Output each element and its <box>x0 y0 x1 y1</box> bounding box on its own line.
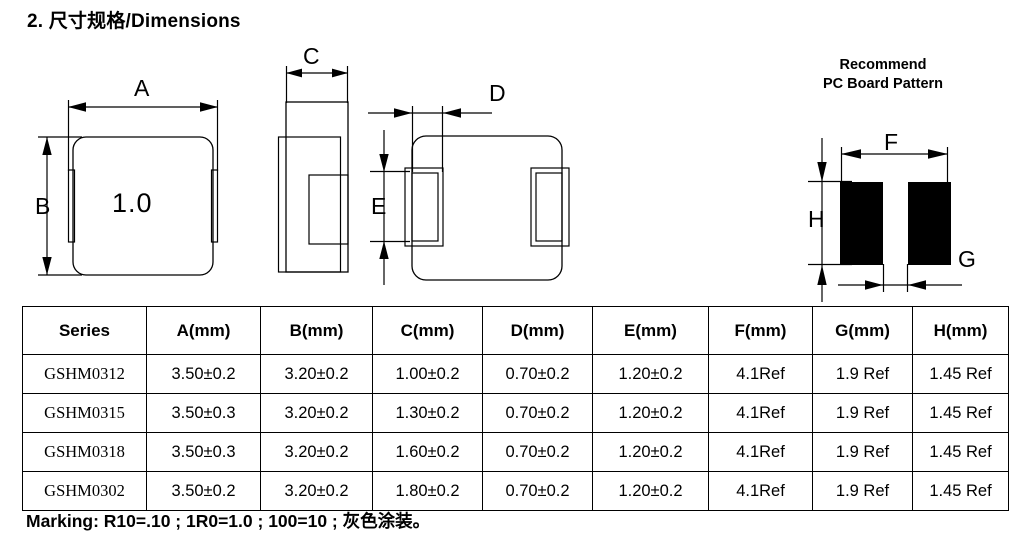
cell-a: 3.50±0.3 <box>146 432 261 472</box>
cell-h: 1.45 Ref <box>912 471 1009 511</box>
marking-note: Marking: R10=.10 ; 1R0=1.0 ; 100=10 ; 灰色… <box>26 511 431 531</box>
cell-d: 0.70±0.2 <box>482 354 593 394</box>
cell-e: 1.20±0.2 <box>592 354 709 394</box>
dimension-label-e: E <box>371 193 387 219</box>
cell-d: 0.70±0.2 <box>482 471 593 511</box>
dimension-label-a: A <box>134 75 150 101</box>
cell-series: GSHM0312 <box>22 354 147 394</box>
dimension-label-h: H <box>808 206 825 232</box>
dimension-label-b: B <box>35 193 51 219</box>
cell-f: 4.1Ref <box>708 354 813 394</box>
cell-f: 4.1Ref <box>708 432 813 472</box>
dimension-label-c: C <box>303 43 320 69</box>
pcb-pattern-drawing <box>808 138 962 302</box>
dimension-label-g: G <box>958 246 976 272</box>
column-header-h: H(mm) <box>912 306 1009 355</box>
cell-e: 1.20±0.2 <box>592 393 709 433</box>
cell-h: 1.45 Ref <box>912 393 1009 433</box>
body-marking-value: 1.0 <box>112 188 153 218</box>
cell-g: 1.9 Ref <box>812 471 913 511</box>
pcb-caption-line1: Recommend <box>839 57 927 73</box>
cell-a: 3.50±0.3 <box>146 393 261 433</box>
table-row: GSHM0302 3.50±0.2 3.20±0.2 1.80±0.2 0.70… <box>22 471 1009 511</box>
bottom-view-drawing <box>368 106 570 285</box>
pcb-pattern-caption: Recommend PC Board Pattern <box>778 56 988 93</box>
top-view-drawing <box>38 100 219 276</box>
cell-b: 3.20±0.2 <box>260 393 373 433</box>
cell-c: 1.60±0.2 <box>372 432 483 472</box>
column-header-b: B(mm) <box>260 306 373 355</box>
cell-e: 1.20±0.2 <box>592 432 709 472</box>
cell-e: 1.20±0.2 <box>592 471 709 511</box>
cell-series: GSHM0302 <box>22 471 147 511</box>
cell-f: 4.1Ref <box>708 471 813 511</box>
cell-g: 1.9 Ref <box>812 354 913 394</box>
column-header-a: A(mm) <box>146 306 261 355</box>
cell-b: 3.20±0.2 <box>260 471 373 511</box>
cell-g: 1.9 Ref <box>812 432 913 472</box>
side-view-drawing <box>277 66 349 273</box>
dimension-drawings-svg: .ln{stroke:#000;stroke-width:1.2;fill:no… <box>38 66 962 302</box>
cell-h: 1.45 Ref <box>912 432 1009 472</box>
table-row: GSHM0318 3.50±0.3 3.20±0.2 1.60±0.2 0.70… <box>22 432 1009 472</box>
column-header-d: D(mm) <box>482 306 593 355</box>
cell-b: 3.20±0.2 <box>260 354 373 394</box>
dimension-label-f: F <box>884 129 899 155</box>
dimension-label-d: D <box>489 80 506 106</box>
table-header-row: Series A(mm) B(mm) C(mm) D(mm) E(mm) F(m… <box>22 306 1009 355</box>
cell-b: 3.20±0.2 <box>260 432 373 472</box>
column-header-g: G(mm) <box>812 306 913 355</box>
drawings-area: .ln{stroke:#000;stroke-width:1.2;fill:no… <box>0 40 1028 302</box>
table-row: GSHM0315 3.50±0.3 3.20±0.2 1.30±0.2 0.70… <box>22 393 1009 433</box>
table-row: GSHM0312 3.50±0.2 3.20±0.2 1.00±0.2 0.70… <box>22 354 1009 394</box>
cell-c: 1.00±0.2 <box>372 354 483 394</box>
dimensions-table: Series A(mm) B(mm) C(mm) D(mm) E(mm) F(m… <box>22 306 1009 511</box>
cell-a: 3.50±0.2 <box>146 354 261 394</box>
cell-series: GSHM0315 <box>22 393 147 433</box>
column-header-f: F(mm) <box>708 306 813 355</box>
cell-c: 1.80±0.2 <box>372 471 483 511</box>
column-header-series: Series <box>22 306 147 355</box>
page-title: 2. 尺寸规格/Dimensions <box>27 11 241 32</box>
column-header-e: E(mm) <box>592 306 709 355</box>
cell-c: 1.30±0.2 <box>372 393 483 433</box>
cell-d: 0.70±0.2 <box>482 432 593 472</box>
pcb-caption-line2: PC Board Pattern <box>822 75 944 92</box>
cell-a: 3.50±0.2 <box>146 471 261 511</box>
cell-g: 1.9 Ref <box>812 393 913 433</box>
column-header-c: C(mm) <box>372 306 483 355</box>
cell-series: GSHM0318 <box>22 432 147 472</box>
cell-f: 4.1Ref <box>708 393 813 433</box>
cell-d: 0.70±0.2 <box>482 393 593 433</box>
cell-h: 1.45 Ref <box>912 354 1009 394</box>
